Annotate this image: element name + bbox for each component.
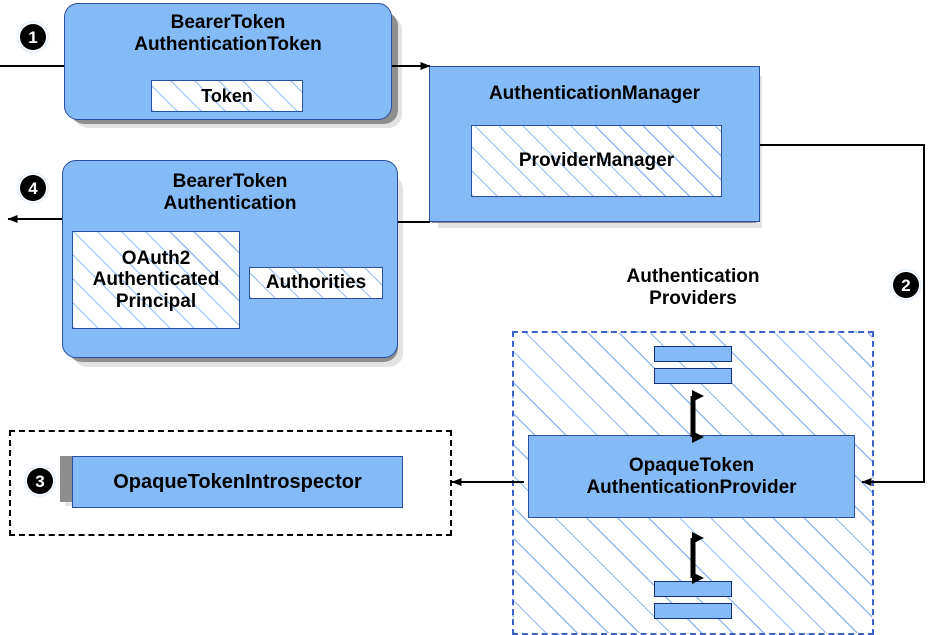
node-opaque-token-authentication-provider-title: OpaqueToken AuthenticationProvider — [586, 454, 797, 498]
stacked-bars-icon-top-upper — [654, 346, 732, 362]
field-oauth2-authenticated-principal[interactable]: OAuth2 Authenticated Principal — [72, 231, 240, 329]
stacked-bars-icon-bottom-lower — [654, 603, 732, 619]
node-opaque-token-introspector[interactable]: OpaqueTokenIntrospector — [72, 456, 403, 508]
field-provider-manager-label: ProviderManager — [518, 150, 675, 172]
node-authentication-manager-title: AuthenticationManager — [488, 83, 701, 104]
group-introspector — [9, 430, 452, 536]
node-opaque-token-introspector-title: OpaqueTokenIntrospector — [113, 470, 362, 493]
field-oauth2-authenticated-principal-label: OAuth2 Authenticated Principal — [92, 248, 220, 312]
step-marker-1: 1 — [20, 24, 46, 50]
field-token-label: Token — [201, 85, 253, 106]
step-marker-2: 2 — [893, 272, 919, 298]
node-authentication-manager[interactable]: AuthenticationManager ProviderManager — [429, 66, 760, 222]
node-opaque-token-authentication-provider[interactable]: OpaqueToken AuthenticationProvider — [528, 435, 855, 518]
field-authorities[interactable]: Authorities — [249, 267, 383, 299]
stacked-bars-icon-bottom-upper — [654, 581, 732, 597]
node-bearer-token-authentication[interactable]: BearerToken Authentication OAuth2 Authen… — [62, 160, 398, 358]
field-provider-manager[interactable]: ProviderManager — [471, 125, 722, 197]
node-bearer-token-authentication-token-title: BearerToken AuthenticationToken — [134, 12, 322, 55]
step-marker-4: 4 — [20, 175, 46, 201]
node-bearer-token-authentication-token[interactable]: BearerToken AuthenticationToken Token — [64, 3, 392, 120]
step-marker-3: 3 — [27, 468, 53, 494]
field-token[interactable]: Token — [151, 80, 303, 112]
group-authentication-providers-caption: Authentication Providers — [626, 266, 760, 309]
stacked-bars-icon-top-lower — [654, 368, 732, 384]
field-authorities-label: Authorities — [265, 272, 367, 294]
node-bearer-token-authentication-title: BearerToken Authentication — [163, 171, 297, 214]
